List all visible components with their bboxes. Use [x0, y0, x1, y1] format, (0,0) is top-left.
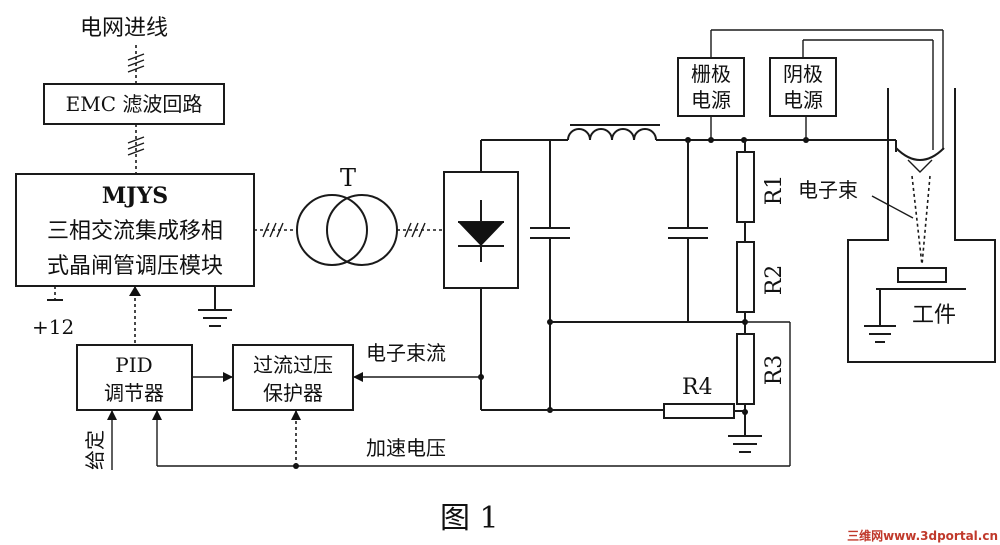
- protector-box: [232, 344, 354, 411]
- resistor-r2: [736, 241, 755, 313]
- r4-label: R4: [682, 375, 713, 400]
- ground-symbol: [198, 286, 232, 327]
- grid-input-label: 电网进线: [80, 16, 168, 41]
- inductor-icon: [567, 124, 660, 141]
- transformer-label: T: [340, 164, 356, 192]
- grid-supply-line2: 电源: [691, 88, 731, 112]
- grid-electrode-icon: [907, 159, 933, 173]
- protector-line1: 过流过压: [253, 353, 333, 377]
- cathode-supply-box: [769, 57, 837, 117]
- r2-label: R2: [762, 265, 787, 296]
- cathode-icon: [895, 147, 945, 161]
- three-phase-mark: [404, 222, 426, 238]
- pid-sublabel: 调节器: [104, 381, 164, 405]
- protector-line2: 保护器: [263, 381, 323, 405]
- plus12-label: +12: [32, 315, 74, 339]
- diode-icon: [458, 200, 504, 262]
- grid-supply-box: [677, 57, 745, 117]
- ground-symbol: [864, 289, 896, 343]
- ground-symbol: [728, 435, 762, 453]
- emc-filter-label: EMC 滤波回路: [66, 92, 203, 116]
- resistor-r1: [736, 151, 755, 223]
- emc-filter-box: [43, 83, 225, 125]
- arrow-icon: [291, 410, 301, 420]
- cathode-supply-line1: 阴极: [783, 62, 823, 86]
- arrow-icon: [129, 286, 141, 296]
- resistor-r3: [736, 333, 755, 405]
- electron-beam-line: [921, 175, 931, 266]
- workpiece-block: [897, 267, 947, 283]
- transformer-secondary-coil: [326, 194, 398, 266]
- r3-label: R3: [762, 355, 787, 386]
- pid-controller-box: [76, 344, 193, 411]
- pid-label: PID: [115, 353, 152, 377]
- thyristor-module-box: [15, 173, 255, 287]
- three-phase-mark: [127, 136, 145, 156]
- capacitor-icon: [668, 227, 708, 239]
- resistor-r4: [663, 403, 735, 419]
- transformer-primary-coil: [296, 194, 368, 266]
- capacitor-icon: [530, 227, 570, 239]
- electron-beam-pointer: [871, 195, 914, 219]
- module-line1: 三相交流集成移相: [47, 219, 223, 244]
- electron-beam-line: [911, 175, 923, 266]
- three-phase-mark: [262, 222, 284, 238]
- workpiece-label: 工件: [912, 303, 956, 328]
- grid-supply-line1: 栅极: [691, 62, 731, 86]
- three-phase-mark: [127, 53, 145, 73]
- arrow-icon: [107, 410, 117, 420]
- setpoint-label: 给定: [83, 430, 107, 470]
- beam-current-label: 电子束流: [366, 341, 446, 365]
- figure-caption: 图 1: [440, 501, 499, 536]
- accel-voltage-label: 加速电压: [366, 436, 446, 460]
- vacuum-chamber: [847, 88, 996, 363]
- r1-label: R1: [762, 175, 787, 206]
- watermark-text: 三维网www.3dportal.cn: [847, 528, 998, 543]
- module-title: MJYS: [102, 183, 168, 209]
- arrow-icon: [353, 372, 363, 382]
- arrow-icon: [223, 372, 233, 382]
- cathode-supply-line2: 电源: [783, 88, 823, 112]
- electron-beam-label: 电子束: [798, 178, 858, 202]
- module-line2: 式晶闸管调压模块: [47, 254, 223, 279]
- arrow-icon: [152, 410, 162, 420]
